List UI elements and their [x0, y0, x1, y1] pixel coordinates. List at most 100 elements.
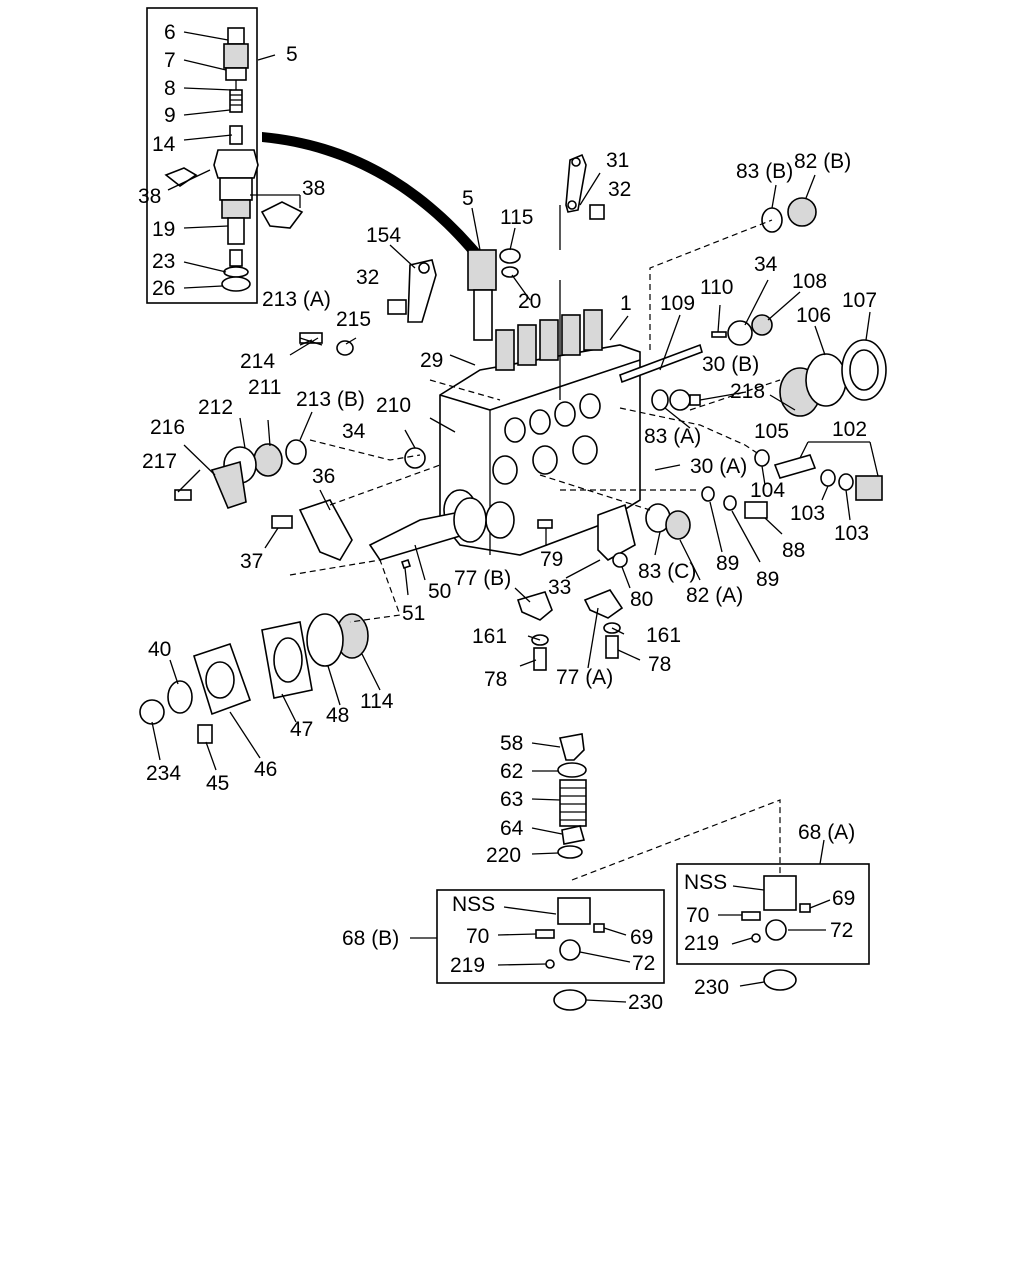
label-34: 34: [754, 253, 778, 276]
dashed-assembly-lines: [289, 219, 781, 881]
label-89: 89: [756, 568, 779, 591]
label-218: 218: [730, 380, 765, 403]
label-110: 110: [700, 276, 733, 299]
label-154: 154: [366, 224, 401, 247]
label-33: 33: [548, 576, 571, 599]
label-79: 79: [540, 548, 563, 571]
label-37: 37: [240, 550, 263, 573]
tappet-68a: [741, 875, 811, 991]
label-106: 106: [796, 304, 831, 327]
delivery-valve-holder-assembly: [164, 27, 304, 292]
label-219: 219: [684, 932, 719, 955]
label-36: 36: [312, 465, 335, 488]
label-48: 48: [326, 704, 349, 727]
label-32: 32: [356, 266, 379, 289]
label-30a: 30 (A): [690, 455, 747, 478]
label-26: 26: [152, 277, 175, 300]
label-nss: NSS: [684, 871, 727, 894]
label-161: 161: [646, 624, 681, 647]
label-80: 80: [630, 588, 653, 611]
label-105: 105: [754, 420, 789, 443]
label-1: 1: [620, 292, 632, 315]
label-47: 47: [290, 718, 313, 741]
tappet-68b: [535, 897, 605, 1011]
label-82b: 82 (B): [794, 150, 851, 173]
label-7: 7: [164, 49, 176, 72]
label-102: 102: [832, 418, 867, 441]
label-38: 38: [138, 185, 161, 208]
label-62: 62: [500, 760, 523, 783]
label-30b: 30 (B): [702, 353, 759, 376]
label-77b: 77 (B): [454, 567, 511, 590]
tappet-box-68a: [676, 863, 870, 965]
label-78: 78: [484, 668, 507, 691]
label-5: 5: [462, 187, 474, 210]
label-108: 108: [792, 270, 827, 293]
label-114: 114: [360, 690, 394, 713]
label-68b: 68 (B): [342, 927, 399, 950]
label-103: 103: [834, 522, 869, 545]
label-107: 107: [842, 289, 877, 312]
label-31: 31: [606, 149, 629, 172]
tappet-box-68b: [436, 889, 665, 984]
label-nss: NSS: [452, 893, 495, 916]
detail-arrow: [262, 132, 480, 255]
label-23: 23: [152, 250, 175, 273]
label-70: 70: [466, 925, 489, 948]
label-69: 69: [630, 926, 653, 949]
label-5: 5: [286, 43, 298, 66]
label-70: 70: [686, 904, 709, 927]
label-89: 89: [716, 552, 739, 575]
label-32: 32: [608, 178, 631, 201]
label-51: 51: [402, 602, 425, 625]
label-212: 212: [198, 396, 233, 419]
label-19: 19: [152, 218, 175, 241]
label-6: 6: [164, 21, 176, 44]
plunger-set: [557, 733, 587, 859]
label-88: 88: [782, 539, 805, 562]
label-40: 40: [148, 638, 171, 661]
label-211: 211: [248, 376, 281, 399]
label-46: 46: [254, 758, 277, 781]
label-83b: 83 (B): [736, 160, 793, 183]
label-29: 29: [420, 349, 443, 372]
label-72: 72: [632, 952, 655, 975]
label-216: 216: [150, 416, 185, 439]
label-161: 161: [472, 625, 507, 648]
label-230: 230: [628, 991, 663, 1014]
label-234: 234: [146, 762, 181, 785]
label-63: 63: [500, 788, 523, 811]
label-213b: 213 (B): [296, 388, 365, 411]
label-115: 115: [500, 206, 533, 229]
label-213a: 213 (A): [262, 288, 331, 311]
label-20: 20: [518, 290, 541, 313]
label-69: 69: [832, 887, 855, 910]
label-214: 214: [240, 350, 275, 373]
label-230: 230: [694, 976, 729, 999]
label-83a: 83 (A): [644, 425, 701, 448]
label-45: 45: [206, 772, 229, 795]
label-109: 109: [660, 292, 695, 315]
label-83c: 83 (C): [638, 560, 696, 583]
label-78: 78: [648, 653, 671, 676]
label-9: 9: [164, 104, 176, 127]
label-58: 58: [500, 732, 523, 755]
label-72: 72: [830, 919, 853, 942]
label-68a: 68 (A): [798, 821, 855, 844]
label-38: 38: [302, 177, 325, 200]
label-64: 64: [500, 817, 524, 840]
label-14: 14: [152, 133, 176, 156]
label-219: 219: [450, 954, 485, 977]
label-34: 34: [342, 420, 366, 443]
label-82a: 82 (A): [686, 584, 743, 607]
label-220: 220: [486, 844, 521, 867]
misc-parts: [139, 153, 887, 744]
injector-leaders: [167, 31, 301, 289]
label-215: 215: [336, 308, 371, 331]
label-104: 104: [750, 479, 785, 502]
label-210: 210: [376, 394, 411, 417]
label-77a: 77 (A): [556, 666, 613, 689]
injector-detail-box: [146, 7, 258, 304]
label-217: 217: [142, 450, 177, 473]
